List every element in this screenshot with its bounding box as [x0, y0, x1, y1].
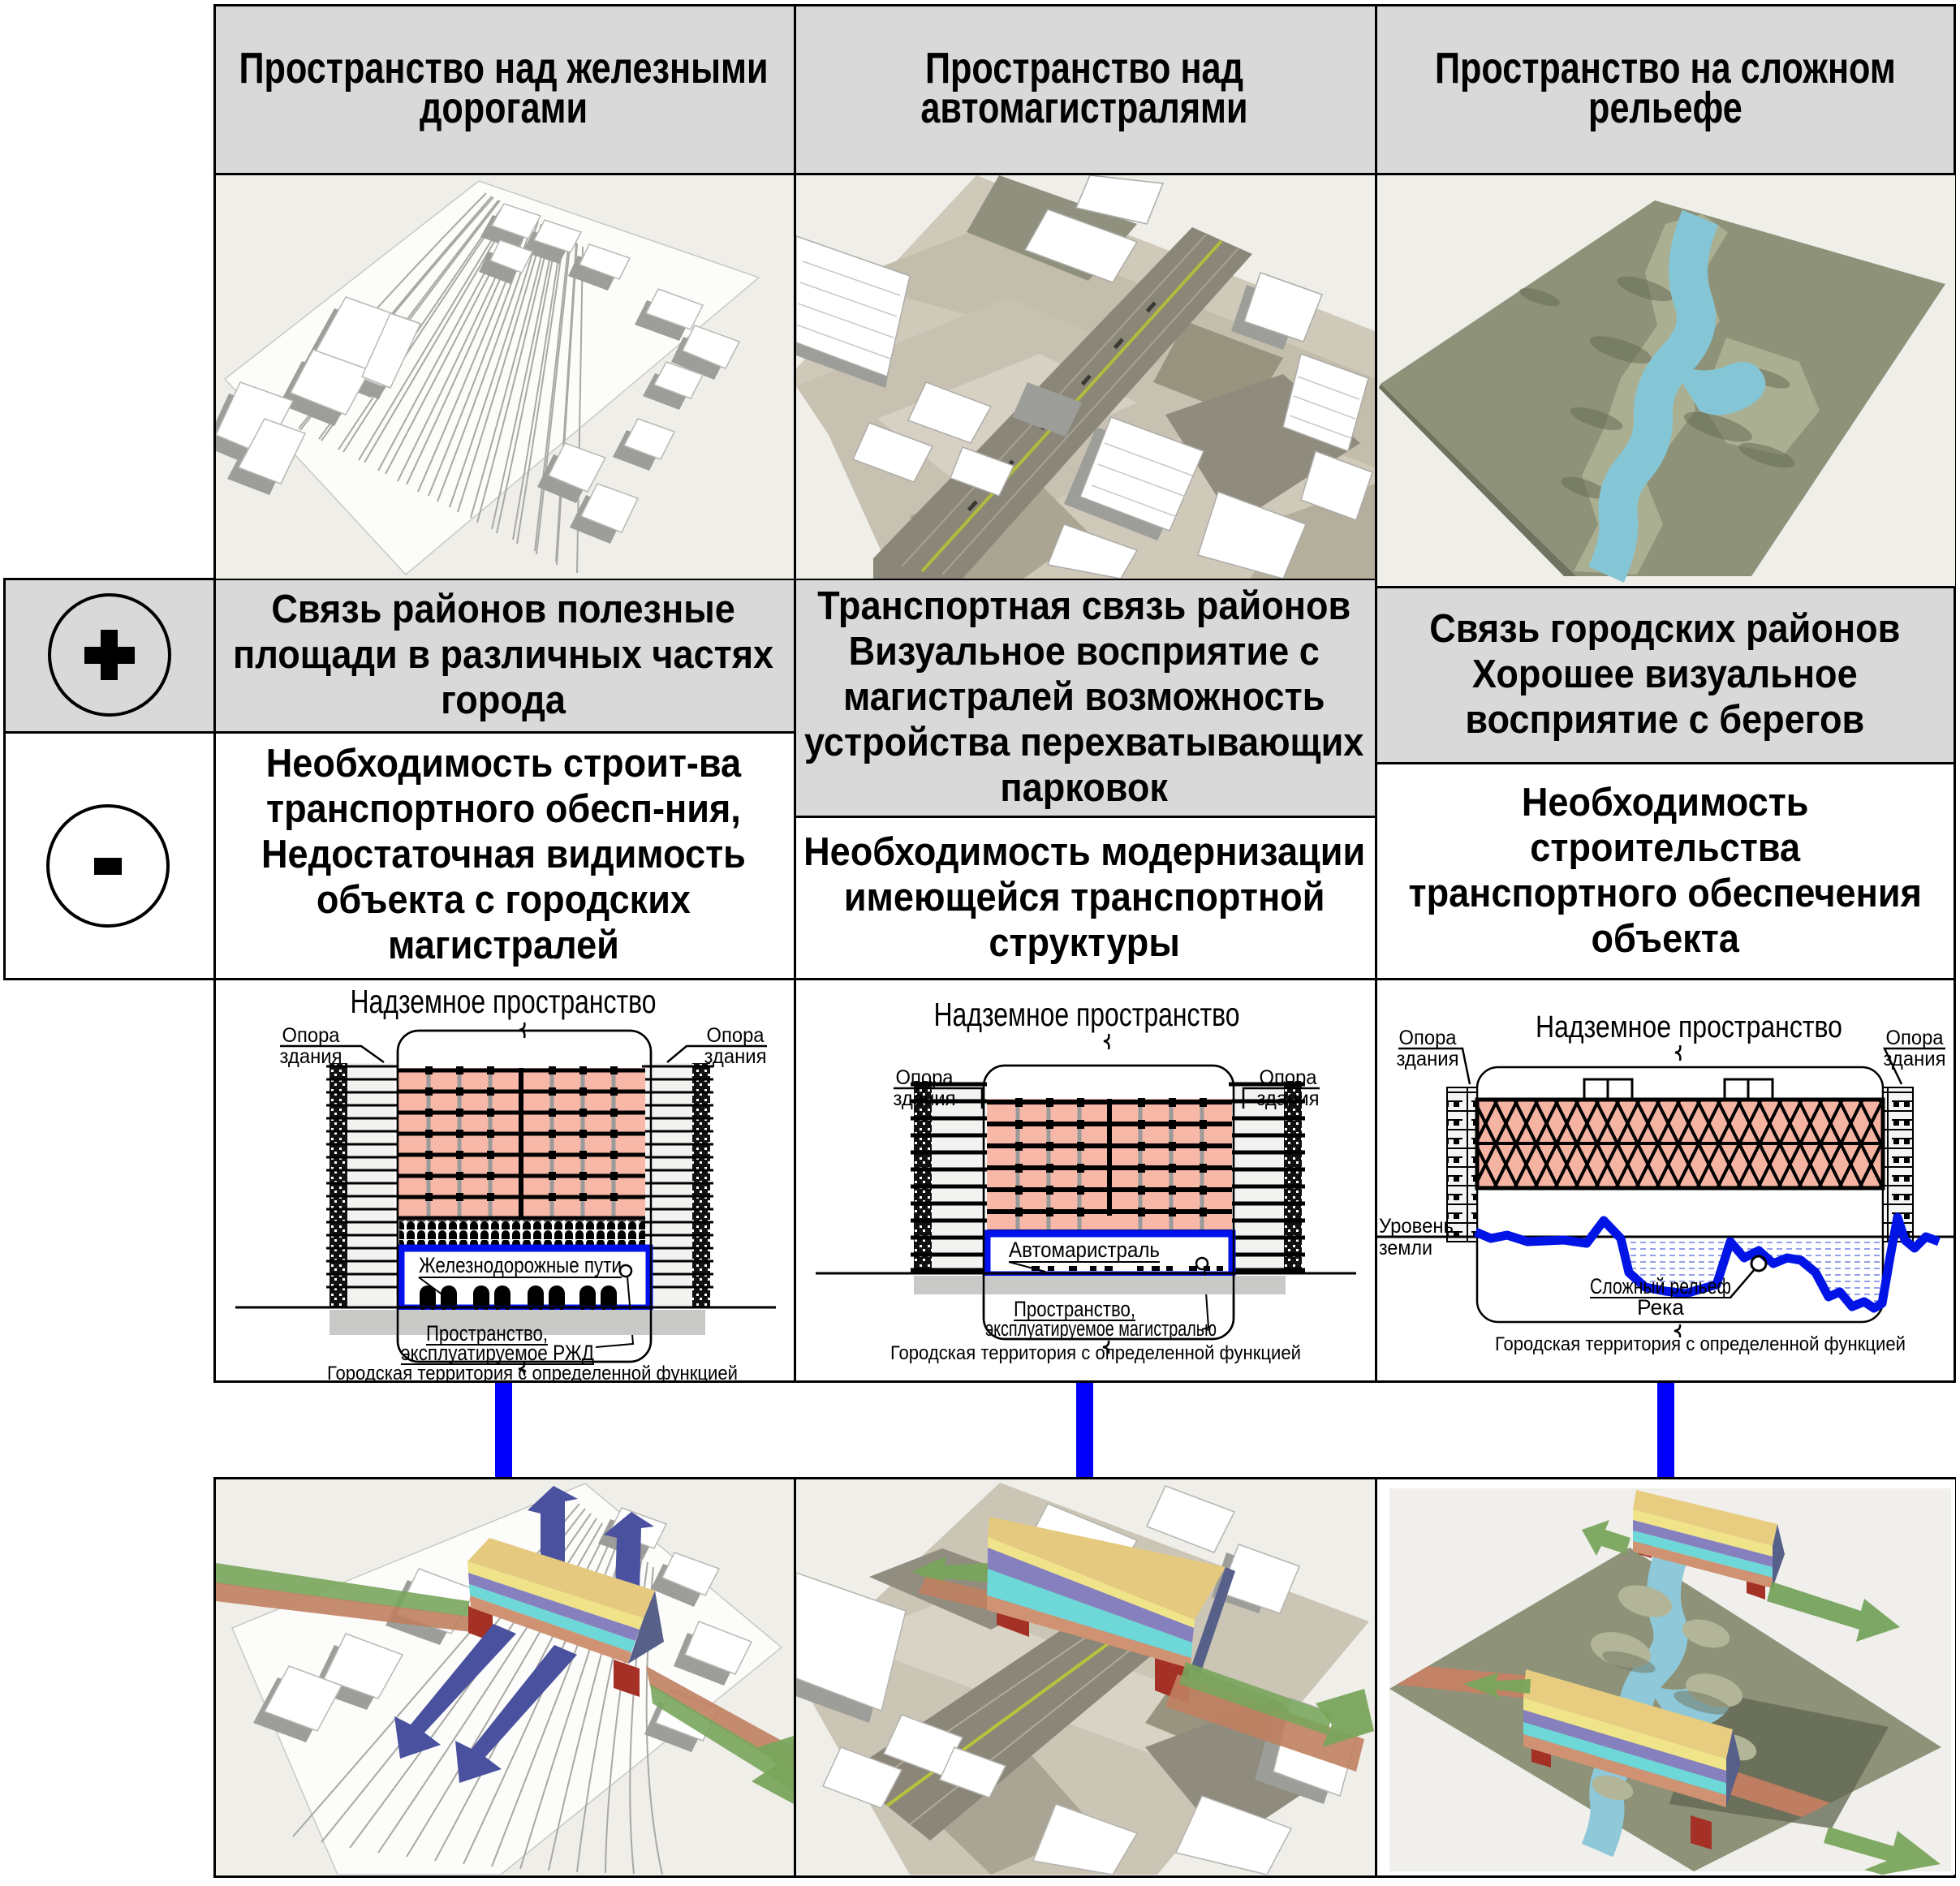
- svg-text:Река: Река: [1637, 1295, 1685, 1320]
- svg-text:здания: здания: [1257, 1087, 1320, 1110]
- svg-text:Городская территория с определ: Городская территория с определенной функ…: [327, 1363, 738, 1380]
- svg-text:эксплуатируемое магистралью: эксплуатируемое магистралью: [985, 1316, 1217, 1341]
- svg-text:Уровень: Уровень: [1379, 1215, 1454, 1238]
- svg-text:Опора: Опора: [1260, 1066, 1317, 1089]
- svg-text:Опора: Опора: [896, 1066, 954, 1089]
- svg-text:Опора: Опора: [707, 1024, 765, 1047]
- svg-text:эксплуатируемое РЖД: эксплуатируемое РЖД: [401, 1341, 594, 1365]
- svg-text:Пространство,: Пространство,: [426, 1321, 548, 1346]
- svg-text:Автомаристраль: Автомаристраль: [1009, 1238, 1160, 1262]
- svg-text:Сложный рельеф: Сложный рельеф: [1590, 1274, 1731, 1298]
- svg-text:Надземное пространство: Надземное пространство: [934, 996, 1240, 1033]
- svg-text:Надземное пространство: Надземное пространство: [1536, 1010, 1842, 1044]
- svg-text:здания: здания: [704, 1045, 767, 1068]
- svg-text:Городская территория с определ: Городская территория с определенной функ…: [1495, 1333, 1906, 1355]
- svg-text:земли: земли: [1379, 1237, 1432, 1259]
- svg-text:Опора: Опора: [1886, 1027, 1944, 1049]
- svg-text:Железнодорожные пути: Железнодорожные пути: [419, 1253, 622, 1277]
- svg-text:здания: здания: [894, 1087, 956, 1110]
- svg-text:Пространство,: Пространство,: [1014, 1297, 1135, 1321]
- svg-text:здания: здания: [1397, 1048, 1459, 1070]
- svg-text:Опора: Опора: [282, 1024, 340, 1047]
- svg-text:Городская территория с определ: Городская территория с определенной функ…: [890, 1342, 1301, 1364]
- svg-text:Надземное пространство: Надземное пространство: [351, 983, 657, 1020]
- svg-text:Опора: Опора: [1399, 1027, 1457, 1049]
